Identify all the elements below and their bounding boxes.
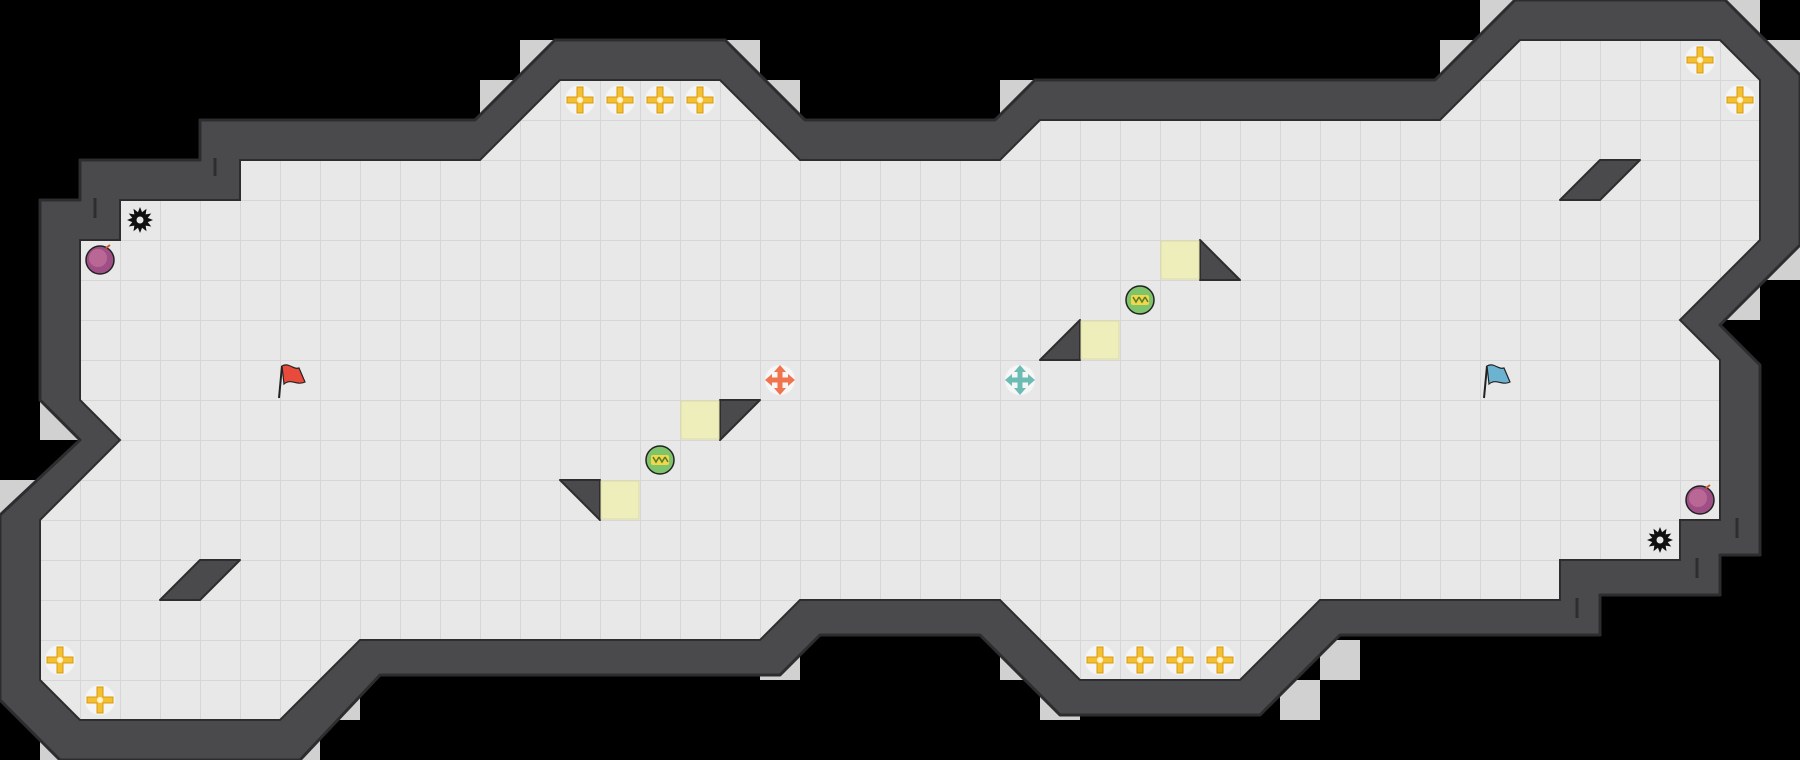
diagonal-wall-block — [719, 399, 761, 441]
entity-layer — [45, 45, 1755, 715]
powerup-icon — [1725, 85, 1755, 115]
boost-pad-tile — [600, 480, 640, 520]
powerup-icon — [1085, 645, 1115, 675]
powerup-icon — [1685, 45, 1715, 75]
floor-edge — [39, 39, 1761, 721]
diagonal-wall-block — [559, 479, 601, 521]
powerup-icon — [645, 85, 675, 115]
diagonal-wall-block — [159, 559, 241, 601]
powerup-icon — [685, 85, 715, 115]
wall-notches — [39, 39, 1761, 721]
powerup-icon — [85, 685, 115, 715]
boost-icon — [1125, 285, 1155, 315]
powerup-icon — [1125, 645, 1155, 675]
red-spawn-icon — [765, 365, 795, 395]
boost-pads — [600, 240, 1200, 520]
boost-pad-tile — [680, 400, 720, 440]
powerup-icon — [605, 85, 635, 115]
bomb-icon — [85, 244, 115, 275]
diagonal-wall-block — [1039, 319, 1081, 361]
powerup-icon — [565, 85, 595, 115]
powerup-icon — [1205, 645, 1235, 675]
bomb-icon — [1685, 484, 1715, 515]
red-flag-icon — [278, 364, 306, 399]
diagonal-obstacles — [159, 159, 1641, 601]
powerup-icon — [45, 645, 75, 675]
boost-pad-tile — [1080, 320, 1120, 360]
diagonal-wall-block — [1199, 239, 1241, 281]
spike-icon — [1647, 527, 1673, 553]
diagonal-wall-block — [1559, 159, 1641, 201]
boost-pad-tile — [1160, 240, 1200, 280]
spike-icon — [127, 207, 153, 233]
powerup-icon — [1165, 645, 1195, 675]
boost-icon — [645, 445, 675, 475]
blue-flag-icon — [1483, 364, 1511, 399]
blue-spawn-icon — [1005, 365, 1035, 395]
